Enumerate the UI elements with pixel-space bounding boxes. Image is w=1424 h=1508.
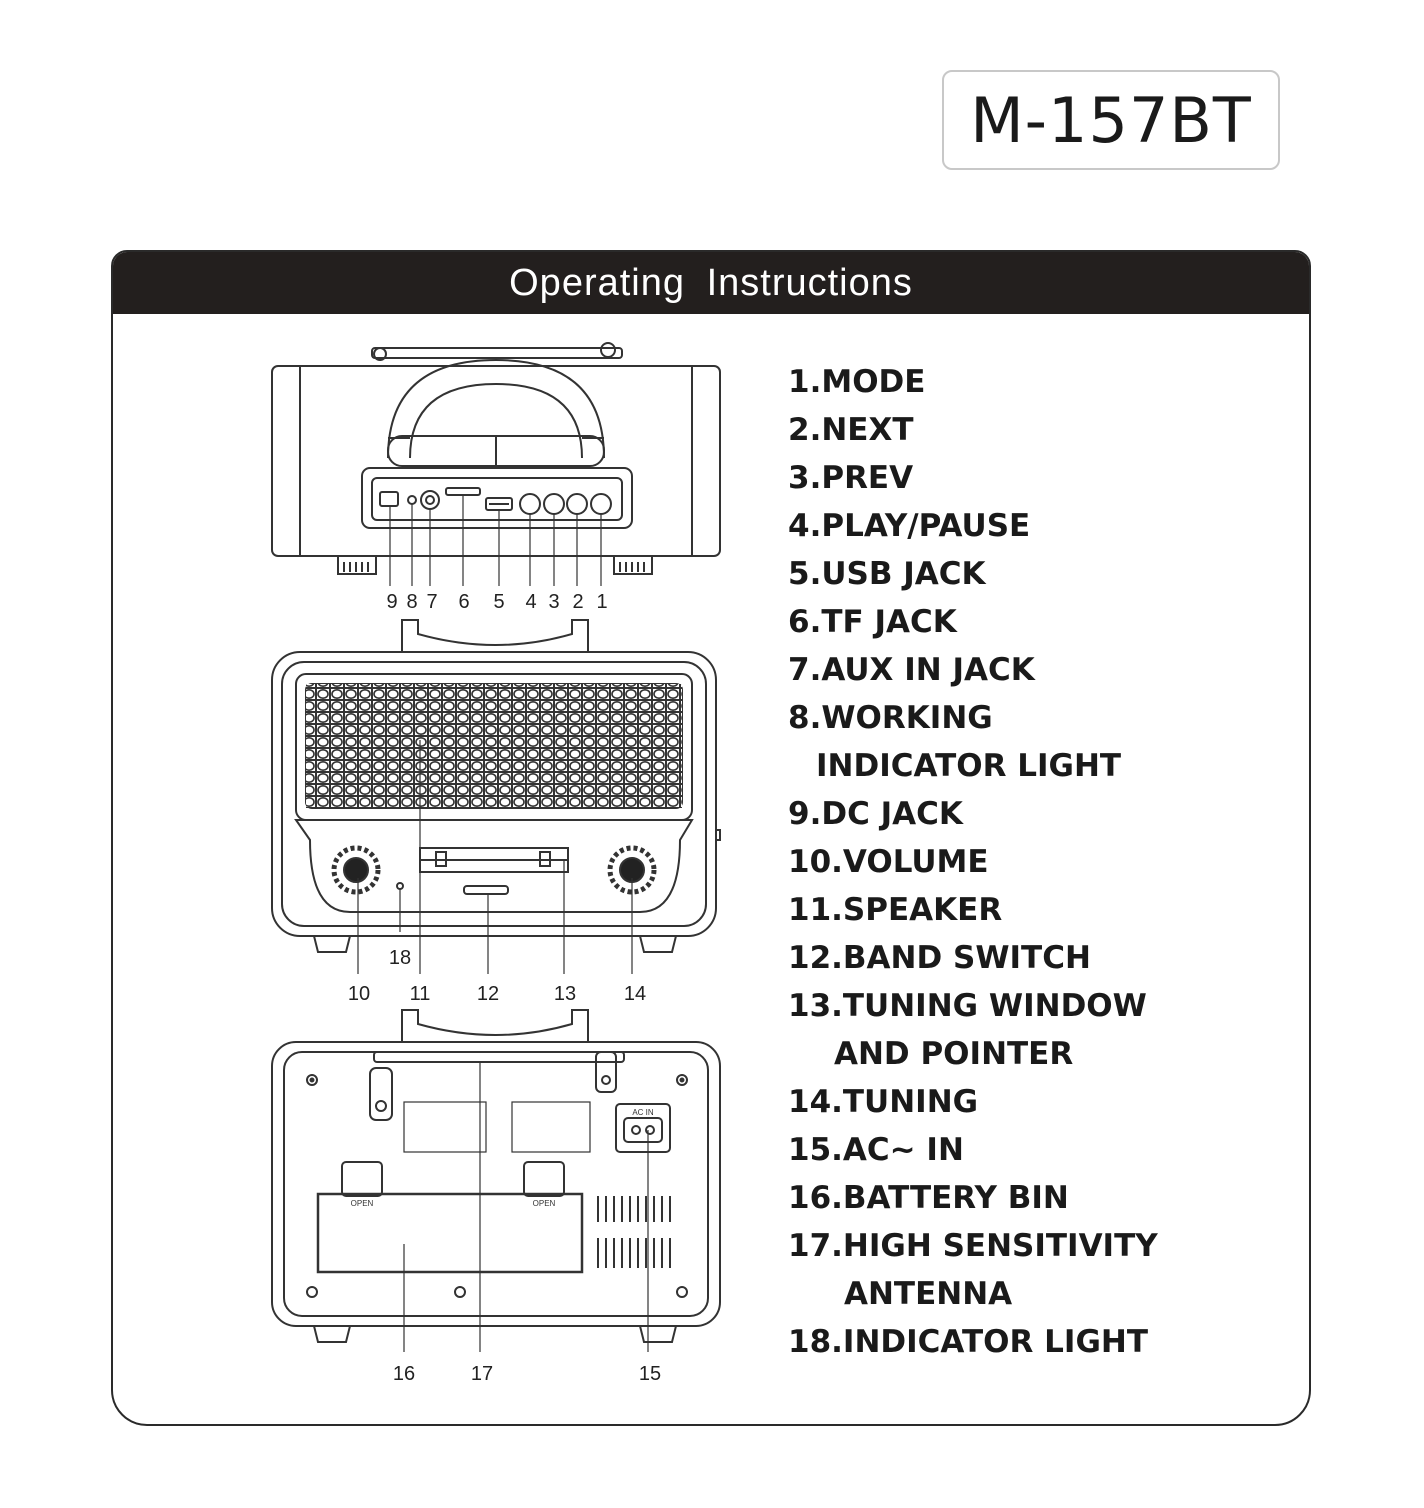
callout-3: 3 — [548, 591, 559, 613]
open-mark-right: OPEN — [533, 1199, 556, 1208]
model-number: M-157BT — [970, 83, 1252, 157]
part-item-7: 7.AUX IN JACK — [788, 652, 1035, 688]
part-item-3: 3.PREV — [788, 460, 914, 496]
callout-18: 18 — [389, 947, 411, 969]
callout-13: 13 — [554, 983, 576, 1005]
parts-list: 1.MODE 2.NEXT 3.PREV 4.PLAY/PAUSE 5.USB … — [788, 358, 1158, 1366]
callout-4: 4 — [525, 591, 536, 613]
part-item-9: 9.DC JACK — [788, 796, 963, 832]
callout-14: 14 — [624, 983, 646, 1005]
radio-back-view — [271, 1009, 721, 1352]
part-item-5: 5.USB JACK — [788, 556, 986, 592]
callout-12: 12 — [477, 983, 499, 1005]
part-item-15: 15.AC~ IN — [788, 1132, 964, 1168]
part-item-11: 11.SPEAKER — [788, 892, 1003, 928]
callout-7: 7 — [426, 591, 437, 613]
callout-5: 5 — [493, 591, 504, 613]
callout-11: 11 — [410, 983, 431, 1005]
open-mark-left: OPEN — [351, 1199, 374, 1208]
part-item-13: 13.TUNING WINDOW — [788, 988, 1147, 1024]
part-item-13-continued: AND POINTER — [834, 1036, 1074, 1072]
front-view-callouts: 18 10 11 12 13 14 — [348, 947, 646, 1005]
panel-title: Operating Instructions — [509, 261, 913, 304]
part-item-17: 17.HIGH SENSITIVITY — [788, 1228, 1158, 1264]
callout-10: 10 — [348, 983, 370, 1005]
part-item-2: 2.NEXT — [788, 412, 914, 448]
model-number-box: M-157BT — [942, 70, 1280, 170]
part-item-14: 14.TUNING — [788, 1084, 979, 1120]
radio-diagrams: 9 8 7 6 5 4 3 2 1 — [260, 340, 740, 1400]
part-item-4: 4.PLAY/PAUSE — [788, 508, 1031, 544]
part-item-8: 8.WORKING — [788, 700, 993, 736]
part-item-10: 10.VOLUME — [788, 844, 989, 880]
callout-16: 16 — [393, 1363, 415, 1385]
back-view-marks: AC IN OPEN OPEN — [351, 1108, 654, 1208]
panel-header: Operating Instructions — [113, 252, 1309, 314]
part-item-1: 1.MODE — [788, 364, 926, 400]
part-item-6: 6.TF JACK — [788, 604, 957, 640]
part-item-18: 18.INDICATOR LIGHT — [788, 1324, 1148, 1360]
part-item-8-continued: INDICATOR LIGHT — [816, 748, 1122, 784]
top-view-callouts: 9 8 7 6 5 4 3 2 1 — [386, 591, 607, 613]
callout-6: 6 — [458, 591, 469, 613]
part-item-12: 12.BAND SWITCH — [788, 940, 1091, 976]
callout-17: 17 — [471, 1363, 493, 1385]
callout-1: 1 — [596, 591, 607, 613]
ac-in-mark: AC IN — [632, 1108, 654, 1117]
back-view-callouts: 16 17 15 — [393, 1363, 661, 1385]
callout-9: 9 — [386, 591, 397, 613]
part-item-17-continued: ANTENNA — [844, 1276, 1013, 1312]
callout-8: 8 — [406, 591, 417, 613]
callout-2: 2 — [572, 591, 583, 613]
operating-instructions-panel: Operating Instructions — [111, 250, 1311, 1426]
radio-top-view — [271, 342, 721, 586]
callout-15: 15 — [639, 1363, 661, 1385]
radio-front-view — [271, 619, 721, 974]
part-item-16: 16.BATTERY BIN — [788, 1180, 1069, 1216]
